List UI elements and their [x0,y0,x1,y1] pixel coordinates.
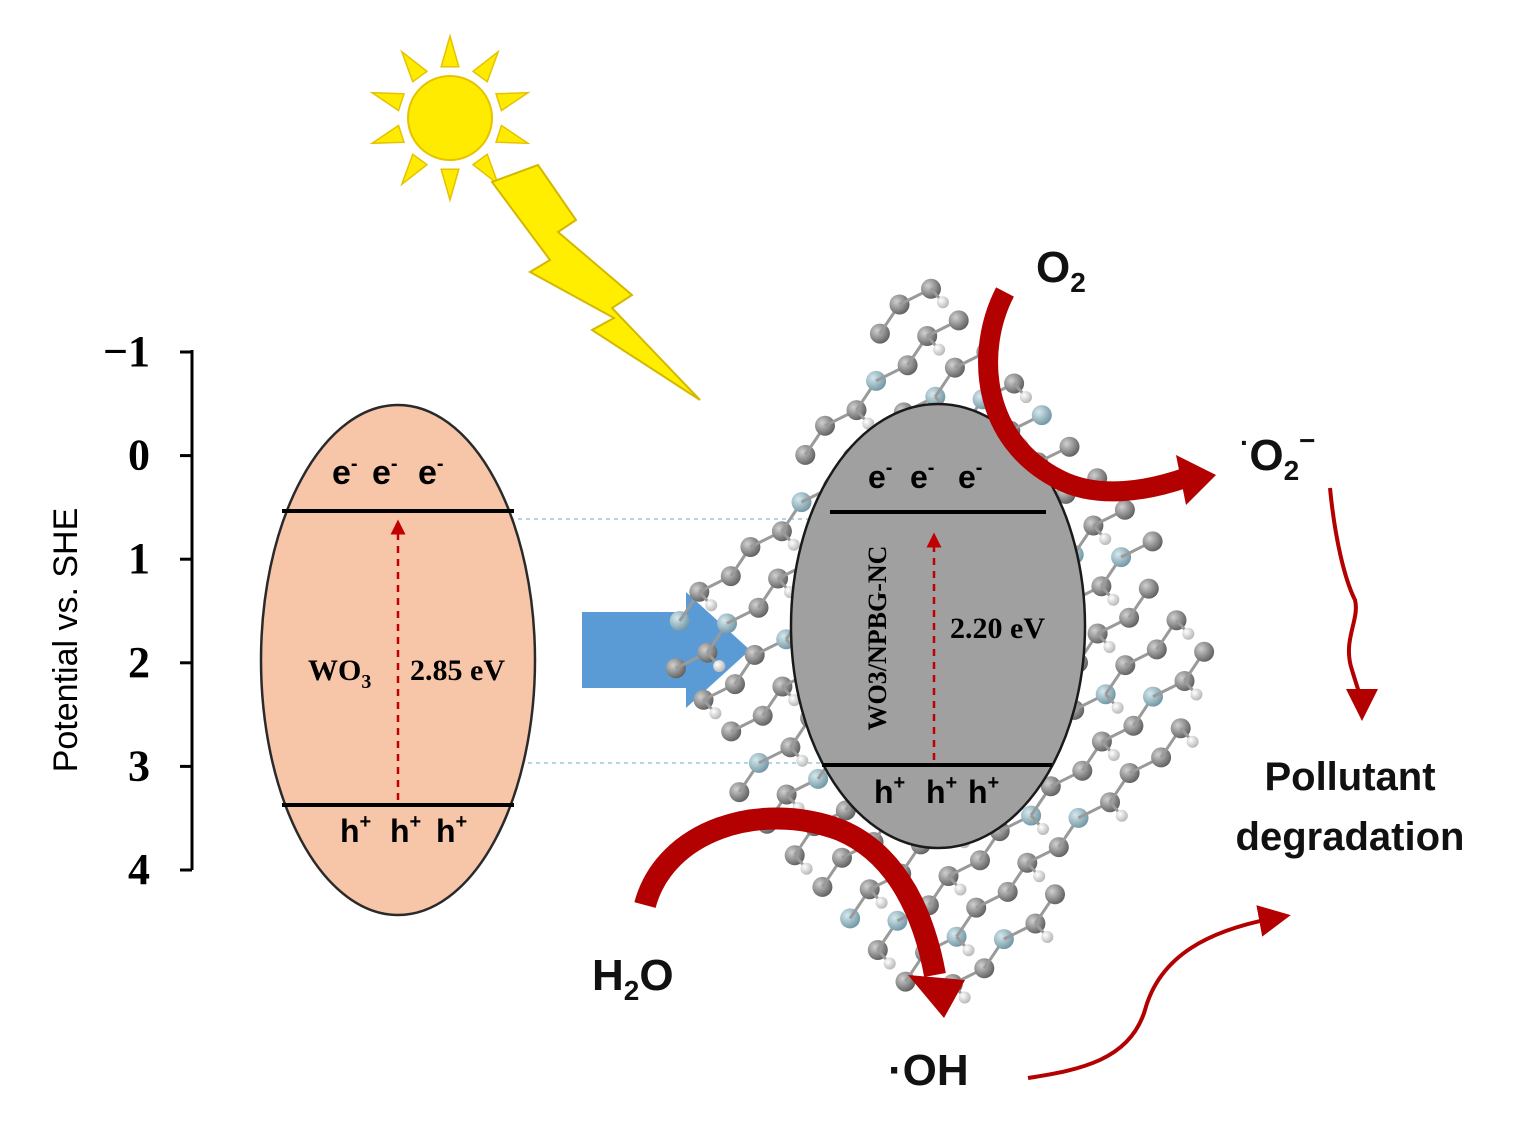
sun-ray [471,153,500,187]
atom [933,343,946,356]
atom [788,694,801,707]
atom [787,538,800,551]
atom [713,660,726,673]
composite-band-gap: 2.20 eV [950,612,1045,645]
hydroxyl-to-degradation-arrow [1027,905,1291,1080]
atom [1186,735,1199,748]
atom [1020,391,1032,404]
atom [954,883,967,896]
atom [1107,593,1120,606]
atom [1059,436,1080,457]
atom [1138,578,1159,599]
atom [875,896,888,909]
atom [709,707,722,720]
svg-text:h+: h+ [390,811,421,849]
atom [1103,641,1116,653]
axis-tick-label: 2 [128,638,150,687]
water-label: H2O [592,951,674,1006]
sun-ray [400,49,429,83]
atom [796,754,809,767]
sun-ray [495,91,531,112]
transform-arrow [582,592,750,708]
sun-ray [471,49,500,83]
svg-text:e-: e- [372,453,398,492]
svg-text:e-: e- [868,457,892,495]
svg-text:h+: h+ [340,811,371,849]
composite-name: WO3/NPBG-NC [863,546,892,731]
o2-label: O2 [1036,243,1086,298]
superoxide-to-degradation-arrow [1328,487,1378,721]
sun-ray [369,91,405,112]
hydroxyl-label: ·OH [888,1046,969,1095]
atom [1190,688,1203,701]
sun-ray [495,124,531,145]
svg-text:h+: h+ [874,772,905,810]
svg-text:degradation: degradation [1236,815,1465,859]
sun-ray [369,124,405,145]
svg-text:e-: e- [910,457,934,495]
atom [1114,499,1135,520]
superoxide-label: ·O2− [1240,425,1316,486]
reduction-arrow [978,287,1216,505]
svg-text:h+: h+ [926,772,957,810]
svg-text:e-: e- [958,457,982,495]
sun-icon [369,33,531,203]
atom [948,310,969,331]
atom [705,599,718,612]
wo3-particle: e- e- e- h+ h+ h+ WO3 2.85 eV [259,403,537,917]
oxidation-arrow [634,807,965,1018]
wo3-band-gap: 2.85 eV [410,654,505,687]
wo3-name: WO3 [308,654,371,693]
sun-ray [440,33,460,68]
sun-ray [440,168,460,203]
atom [1142,531,1163,552]
atom [1194,641,1215,662]
atom [962,944,975,957]
axis-tick-label: 4 [128,845,150,894]
axis-tick-label: −1 [103,327,150,376]
atom [1031,405,1052,426]
atom [958,991,971,1004]
atom [1107,749,1120,761]
atom [1115,809,1128,822]
svg-text:e-: e- [332,453,358,492]
lightning-icon [490,163,701,401]
holes-label: h+ h+ h+ [874,772,999,810]
axis-label: Potential vs. SHE [47,508,85,773]
atom [1111,701,1124,714]
atom [1037,823,1049,835]
composite-particle: e- e- e- h+ h+ h+ WO3/NPBG-NC 2.20 eV [789,402,1087,850]
atom [1045,884,1065,905]
axis-tick-label: 1 [128,534,150,583]
atom [1182,627,1195,640]
sun-ray [400,153,429,187]
atom [1099,533,1112,545]
axis-tick-label: 0 [128,431,150,480]
atom [1033,870,1046,883]
atom [883,957,896,970]
electrons-label: e- e- e- [868,457,982,495]
degradation-label: Pollutant degradation [1236,755,1465,859]
atom [800,862,813,875]
atom [1041,931,1054,943]
svg-text:Pollutant: Pollutant [1264,755,1435,799]
axis-tick-label: 3 [128,741,150,790]
atom [936,296,949,309]
electrons-label: e- e- e- [332,453,444,492]
svg-text:h+: h+ [436,811,467,849]
svg-text:h+: h+ [968,772,999,810]
svg-text:e-: e- [418,453,444,492]
potential-axis: −1 0 1 2 3 4 Potential vs. SHE [47,327,194,894]
holes-label: h+ h+ h+ [340,811,467,849]
